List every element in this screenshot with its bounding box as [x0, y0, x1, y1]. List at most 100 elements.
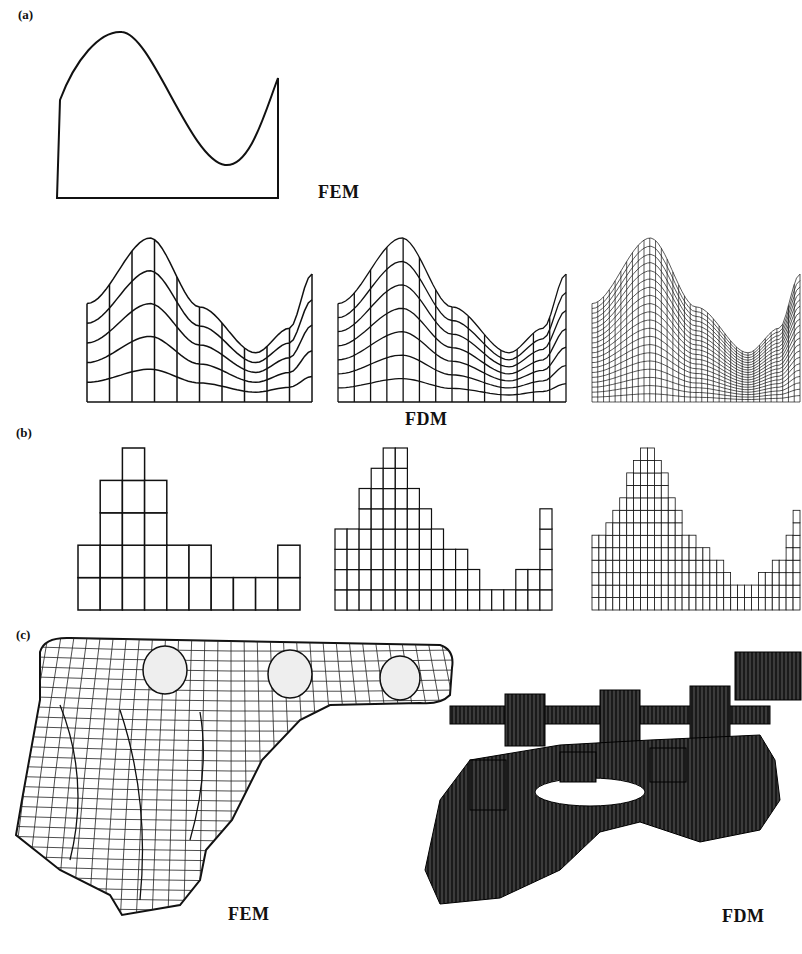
- fdm-cell: [256, 578, 278, 610]
- fdm-cell: [648, 598, 655, 611]
- fdm-cell: [100, 545, 122, 577]
- fdm-cell: [696, 548, 703, 561]
- fdm-cell: [444, 590, 456, 610]
- fdm-cell: [724, 598, 731, 611]
- fdm-cell: [793, 510, 800, 523]
- fdm-cell: [634, 573, 641, 586]
- fdm-cell: [627, 473, 634, 486]
- fdm-cell: [772, 560, 779, 573]
- fem-grid-line: [199, 307, 201, 402]
- fdm-cell: [634, 485, 641, 498]
- fdm-cell: [606, 548, 613, 561]
- fdm-cell: [395, 509, 407, 529]
- fdm-grid: [78, 448, 800, 610]
- fem-grid-line: [0, 766, 460, 771]
- fdm-cell: [689, 573, 696, 586]
- fdm-cell: [641, 461, 648, 474]
- fdm-cell: [634, 548, 641, 561]
- fdm-cell: [648, 535, 655, 548]
- fdm-cell: [359, 489, 371, 509]
- fdm-cell: [468, 590, 480, 610]
- fem-grid-line: [289, 328, 291, 402]
- fdm-cell: [100, 513, 122, 545]
- fem-grid-line: [0, 806, 460, 811]
- domain-outline: [57, 32, 278, 198]
- fdm-cell: [654, 598, 661, 611]
- fdm-cell: [620, 585, 627, 598]
- fem-grid-line: [335, 630, 359, 930]
- fdm-cell: [627, 560, 634, 573]
- fdm-cell: [738, 598, 745, 611]
- fdm-cell: [710, 598, 717, 611]
- fdm-cell: [682, 598, 689, 611]
- fdm-cell: [122, 480, 144, 512]
- fdm-cell: [654, 548, 661, 561]
- fem-grid-line: [592, 402, 800, 403]
- fdm-cell: [689, 560, 696, 573]
- fdm-cell: [689, 585, 696, 598]
- fdm-cell: [627, 510, 634, 523]
- fdm-cell: [738, 585, 745, 598]
- fem-grid-line: [0, 826, 460, 831]
- fdm-cell: [335, 570, 347, 590]
- fdm-cell: [335, 590, 347, 610]
- fdm-cell: [620, 573, 627, 586]
- fdm-cell: [634, 585, 641, 598]
- fdm-cell: [627, 573, 634, 586]
- fem-grid-line: [592, 394, 800, 400]
- fdm-cell: [661, 585, 668, 598]
- fdm-cell: [145, 480, 167, 512]
- fdm-cell: [599, 548, 606, 561]
- fem-grid-line: [266, 346, 268, 402]
- fdm-cell: [634, 498, 641, 511]
- fdm-cell: [641, 448, 648, 461]
- fdm-cell: [717, 573, 724, 586]
- fdm-cell: [395, 570, 407, 590]
- fdm-cell: [278, 578, 300, 610]
- fdm-cell: [641, 510, 648, 523]
- fdm-cell: [540, 590, 552, 610]
- fdm-cell: [122, 578, 144, 610]
- fdm-cell: [100, 578, 122, 610]
- fem-grid-line: [338, 355, 566, 388]
- fem-grid-line: [0, 816, 460, 821]
- fdm-cell: [407, 549, 419, 569]
- fdm-cell: [682, 585, 689, 598]
- fdm-cell: [359, 570, 371, 590]
- fdm-cell: [710, 573, 717, 586]
- fdm-cell: [371, 509, 383, 529]
- fdm-cell: [724, 573, 731, 586]
- fem-grid-line: [338, 308, 566, 374]
- fdm-cell: [703, 598, 710, 611]
- fdm-cell: [675, 598, 682, 611]
- fem-grid-line: [338, 285, 566, 367]
- fdm-cell: [359, 529, 371, 549]
- fdm-cell: [745, 585, 752, 598]
- fdm-cell: [793, 585, 800, 598]
- fdm-cell: [682, 573, 689, 586]
- fdm-cell: [661, 598, 668, 611]
- fem-grid-line: [592, 287, 800, 367]
- fdm-cell: [167, 578, 189, 610]
- fdm-cell: [752, 598, 759, 611]
- fdm-cell: [444, 549, 456, 569]
- fdm-cell: [661, 510, 668, 523]
- fdm-cell: [620, 510, 627, 523]
- fdm-cell: [620, 560, 627, 573]
- fem-grid-line: [0, 846, 460, 851]
- fdm-cell: [634, 523, 641, 536]
- fdm-cell: [710, 585, 717, 598]
- fdm-cell: [189, 578, 211, 610]
- fem-grid-line: [592, 246, 800, 355]
- fdm-cell: [620, 598, 627, 611]
- fem-grid-line: [131, 251, 133, 402]
- fdm-cell: [122, 513, 144, 545]
- fdm-cell: [654, 461, 661, 474]
- fem-grid-line: [24, 630, 62, 930]
- fem-grid-line: [592, 320, 800, 377]
- fdm-cell: [668, 560, 675, 573]
- fdm-cell: [592, 573, 599, 586]
- fdm-cell: [682, 548, 689, 561]
- fdm-cell: [661, 523, 668, 536]
